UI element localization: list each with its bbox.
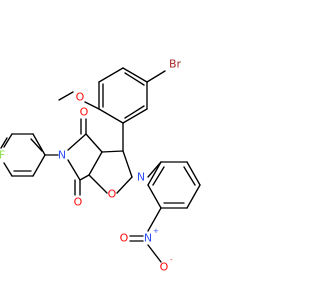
bond-ring1 — [122, 108, 148, 124]
atom-o-ring: O — [108, 188, 117, 201]
bond-ring3 — [147, 161, 162, 186]
structure-canvas: Br O O N F N O O N + O O - — [0, 58, 201, 274]
bond-n5-c6 — [67, 159, 81, 181]
bond-ring1 — [122, 67, 148, 83]
bond-n2-c3 — [122, 150, 133, 178]
bond-ring2 — [3, 162, 13, 177]
atom-o-nitro-right: O — [160, 261, 169, 274]
bond-ring1-double — [124, 72, 145, 86]
bond-ring1 — [98, 67, 124, 83]
bond-ring2-double — [0, 137, 8, 149]
bond-o1-n2 — [116, 176, 133, 194]
bond-ring3 — [186, 161, 201, 186]
bond-ring3 — [186, 184, 201, 209]
bond-ring3-double — [183, 166, 196, 186]
bond-methyl-o — [58, 91, 74, 101]
bond-c3a-c4 — [85, 133, 103, 153]
bond-n-o-right — [147, 244, 162, 263]
atom-n-imide: N — [58, 149, 66, 162]
bond-c-br — [146, 70, 166, 83]
bond-c6-c6a — [79, 174, 90, 181]
bond-c3a-c6a — [88, 151, 103, 176]
bond-ring2 — [32, 154, 46, 177]
atom-labels: Br O O N F N O O N + O O - — [0, 58, 182, 274]
atom-f: F — [0, 149, 5, 162]
bond-ring2 — [3, 133, 13, 148]
atom-o-methoxy: O — [76, 91, 85, 104]
bond-ring1-double — [124, 105, 145, 119]
bond-c3-c3a — [101, 150, 124, 153]
molecule-drawing: Br O O N F N O O N + O O - — [0, 58, 201, 274]
bond-c6a-o1 — [88, 174, 108, 194]
bonds — [0, 67, 201, 263]
atom-n-nitro: N — [144, 232, 152, 245]
charge-minus: - — [170, 256, 173, 264]
bond-ring3 — [147, 184, 162, 209]
charge-plus: + — [153, 227, 159, 235]
atom-o-carbonyl-bottom: O — [74, 196, 83, 209]
bond-c4-n5 — [67, 133, 87, 151]
bond-c-nitro — [147, 207, 162, 232]
bond-o-aryl — [84, 101, 100, 110]
atom-n-ring: N — [137, 171, 145, 184]
atom-br: Br — [169, 58, 182, 71]
bond-ring3-double — [152, 166, 165, 186]
bond-ring2 — [32, 133, 46, 156]
bond-ring2-double — [30, 138, 43, 152]
atom-o-nitro-left: O — [120, 232, 129, 245]
atom-o-carbonyl-top: O — [80, 106, 89, 119]
bond-ring1 — [98, 108, 124, 124]
